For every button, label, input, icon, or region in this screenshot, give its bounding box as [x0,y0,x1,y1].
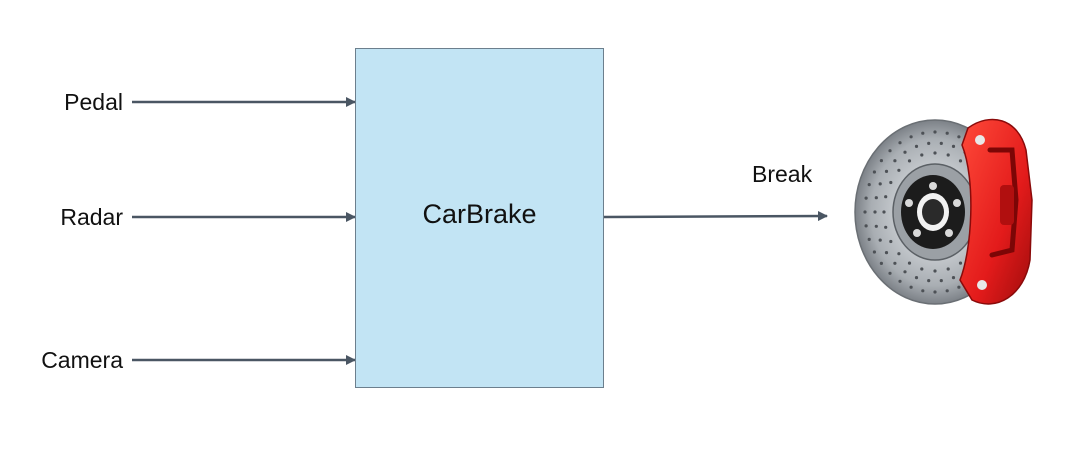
disc-brake-caliper-icon [854,118,1033,305]
carbrake-block: CarBrake [355,48,604,388]
input-label-pedal: Pedal [64,89,123,115]
block-title: CarBrake [422,198,537,229]
input-label-radar: Radar [60,204,123,230]
input-label-camera: Camera [41,347,123,373]
output-label-break: Break [752,161,813,187]
break-arrow [603,211,828,222]
